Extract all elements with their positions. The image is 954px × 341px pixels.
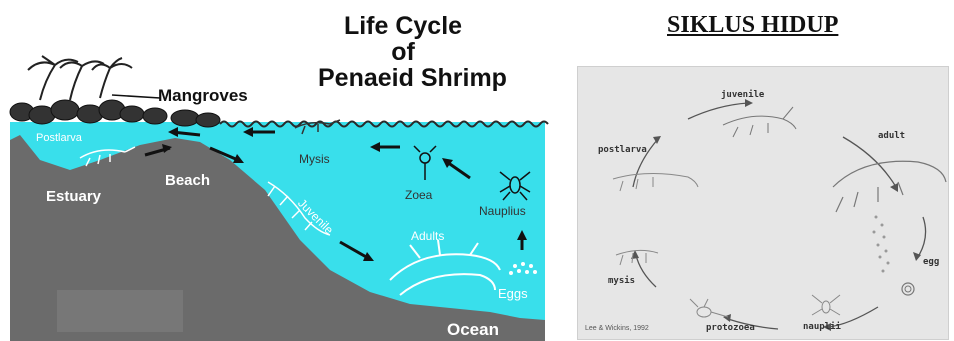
- egg-inner-ring: [905, 286, 911, 292]
- stage-egg: egg: [923, 257, 939, 267]
- palm-trees-icon: [28, 56, 132, 100]
- protozoea-sketch-icon: [690, 299, 728, 317]
- label-eggs: Eggs: [498, 286, 528, 301]
- label-adults: Adults: [411, 229, 444, 243]
- life-cycle-title: Life Cycle of Penaeid Shrimp: [318, 13, 488, 91]
- label-ocean: Ocean: [447, 320, 499, 340]
- life-cycle-figure: juvenile adult egg nauplii protozoea mys…: [577, 66, 949, 340]
- label-nauplius: Nauplius: [479, 204, 526, 218]
- siklus-hidup-title: SIKLUS HIDUP: [667, 12, 838, 39]
- label-zoea: Zoea: [405, 188, 432, 202]
- penaeid-life-cycle-diagram: Life Cycle of Penaeid Shrimp Mangroves P…: [0, 0, 555, 341]
- label-postlarva: Postlarva: [36, 132, 82, 144]
- juvenile-sketch-icon: [723, 107, 796, 137]
- nauplii-sketch-icon: [812, 295, 840, 315]
- label-mangroves: Mangroves: [158, 86, 248, 106]
- figure-credit: Lee & Wickins, 1992: [585, 325, 649, 332]
- title-line-1: Life Cycle: [318, 13, 488, 39]
- stage-nauplii: nauplii: [803, 322, 841, 332]
- stage-juvenile: juvenile: [721, 90, 764, 100]
- siklus-hidup-panel: SIKLUS HIDUP: [555, 0, 954, 341]
- adult-sketch-icon: [833, 161, 946, 212]
- stage-mysis: mysis: [608, 276, 635, 286]
- stage-protozoea: protozoea: [706, 323, 755, 333]
- stage-postlarva: postlarva: [598, 145, 647, 155]
- title-line-3: Penaeid Shrimp: [318, 65, 488, 91]
- postlarva-sketch-icon: [613, 173, 698, 191]
- egg-stream-dots: [873, 216, 890, 273]
- egg-sketch-icon: [902, 283, 914, 295]
- mangroves-pointer: [112, 95, 160, 98]
- stage-adult: adult: [878, 131, 905, 141]
- label-mysis: Mysis: [299, 152, 330, 166]
- label-estuary: Estuary: [46, 188, 101, 205]
- label-beach: Beach: [165, 172, 210, 189]
- cycle-figure-canvas: [578, 67, 948, 339]
- title-line-2: of: [318, 39, 488, 65]
- blank-box: [57, 290, 183, 332]
